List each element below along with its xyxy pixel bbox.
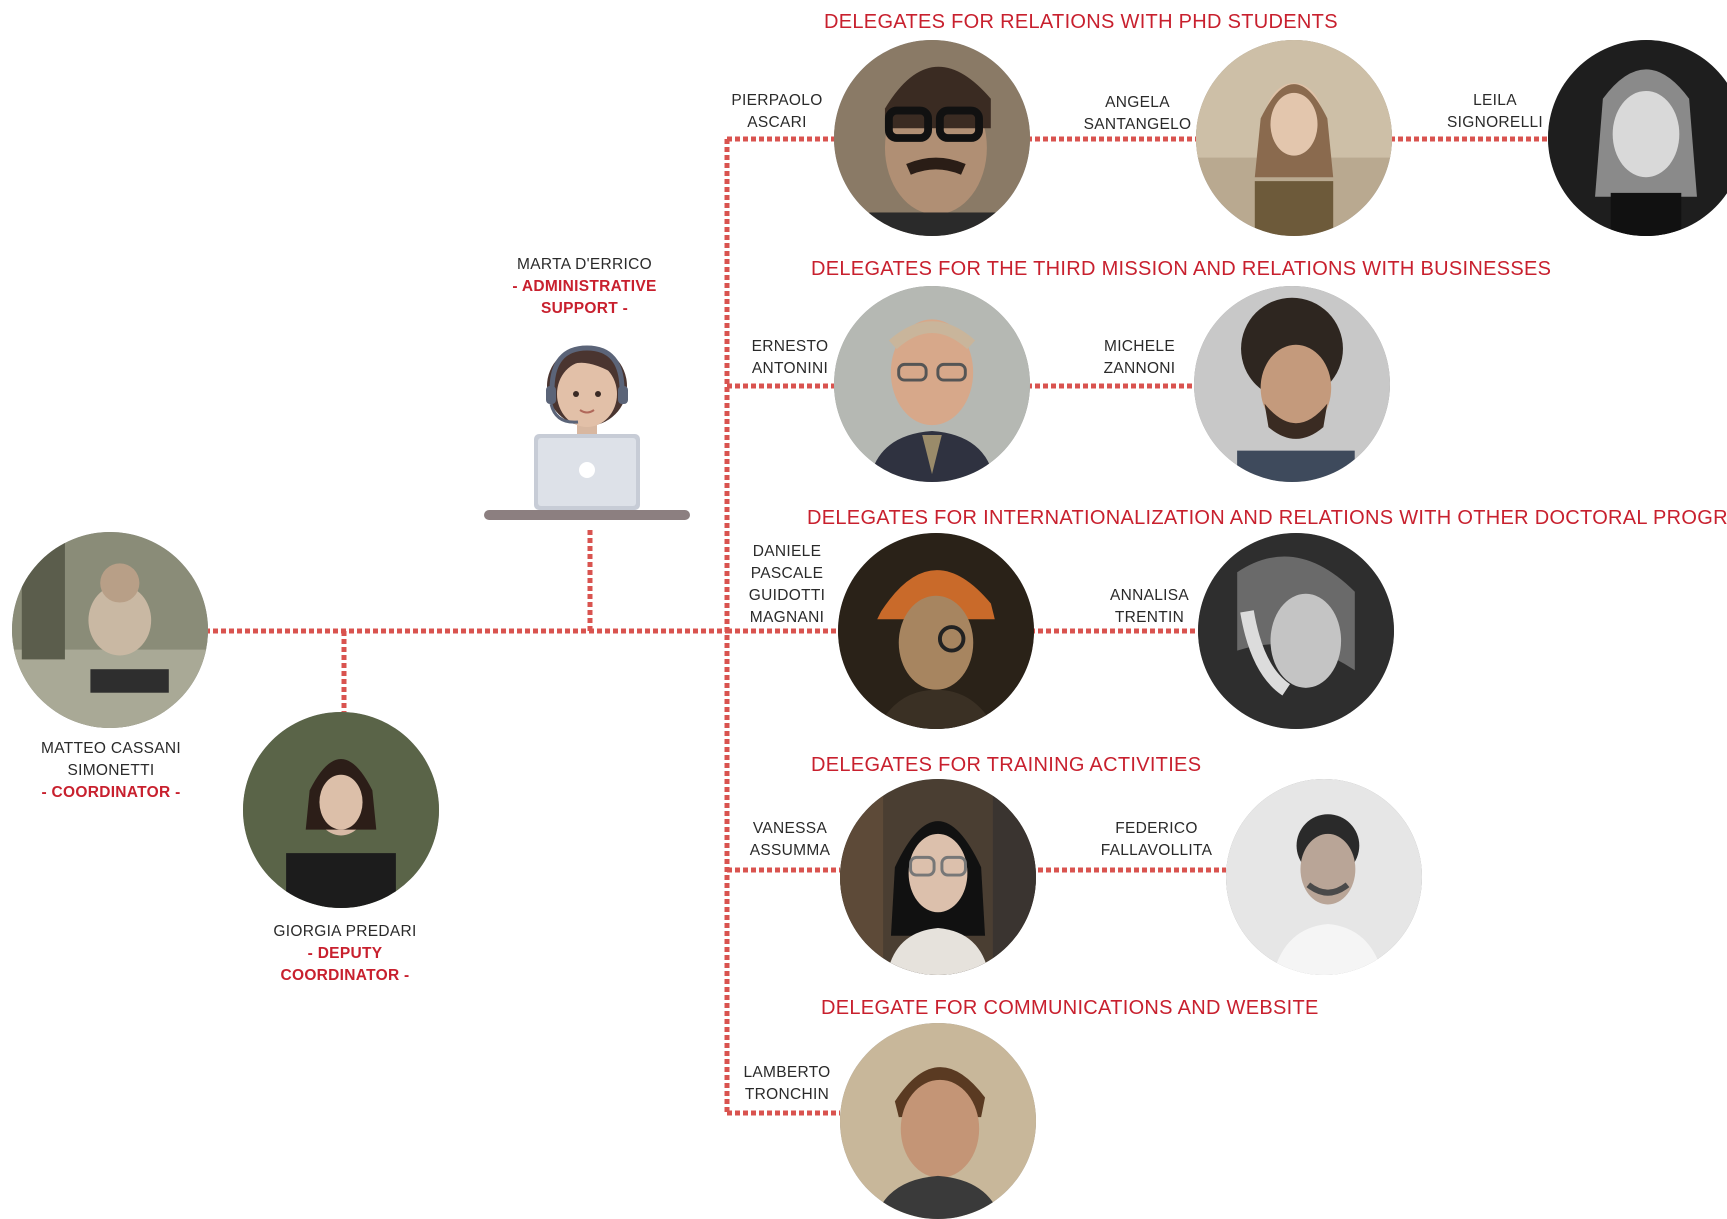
admin-name-line: MARTA D'ERRICO xyxy=(517,256,652,273)
section-title-communications: DELEGATE FOR COMMUNICATIONS AND WEBSITE xyxy=(821,997,1319,1019)
coordinator-role: - COORDINATOR - xyxy=(41,784,181,801)
signorelli-photo xyxy=(1548,40,1727,236)
zannoni-photo xyxy=(1194,286,1390,482)
name-line: FEDERICO xyxy=(1115,820,1198,837)
support-operator-illustration xyxy=(478,324,696,529)
name-line: ANGELA xyxy=(1105,94,1170,111)
name-line: SANTANGELO xyxy=(1083,116,1192,133)
section-title-international: DELEGATES FOR INTERNATIONALIZATION AND R… xyxy=(807,507,1727,529)
deputy-photo xyxy=(243,712,439,908)
name-line: PIERPAOLO xyxy=(731,92,823,109)
name-line: PASCALE xyxy=(750,565,824,582)
name-line: ASSUMMA xyxy=(749,842,831,859)
zannoni-name: MICHELE ZANNONI xyxy=(1082,336,1197,380)
guidotti-magnani-name: DANIELE PASCALE GUIDOTTI MAGNANI xyxy=(737,541,837,629)
name-line: LEILA xyxy=(1473,92,1517,109)
name-line: ASCARI xyxy=(747,114,807,131)
section-title-phd: DELEGATES FOR RELATIONS WITH PHD STUDENT… xyxy=(824,11,1338,33)
santangelo-photo xyxy=(1196,40,1392,236)
section-title-training: DELEGATES FOR TRAINING ACTIVITIES xyxy=(811,754,1202,776)
antonini-photo xyxy=(834,286,1030,482)
name-line: ANNALISA xyxy=(1109,587,1190,604)
trentin-photo xyxy=(1198,533,1394,729)
assumma-name: VANESSA ASSUMMA xyxy=(740,818,840,862)
antonini-name: ERNESTO ANTONINI xyxy=(740,336,840,380)
deputy-name: GIORGIA PREDARI - DEPUTY COORDINATOR - xyxy=(250,921,440,987)
coordinator-name-line-2: SIMONETTI xyxy=(67,762,155,779)
tronchin-name: LAMBERTO TRONCHIN xyxy=(737,1062,837,1106)
name-line: GUIDOTTI xyxy=(748,587,826,604)
name-line: ZANNONI xyxy=(1103,360,1176,377)
name-line: SIGNORELLI xyxy=(1446,114,1544,131)
deputy-role-line-1: - DEPUTY xyxy=(307,945,383,962)
name-line: ERNESTO xyxy=(751,338,829,355)
santangelo-name: ANGELA SANTANGELO xyxy=(1080,92,1195,136)
name-line: DANIELE xyxy=(752,543,822,560)
assumma-photo xyxy=(840,779,1036,975)
admin-role-line-2: SUPPORT - xyxy=(540,300,629,317)
name-line: FALLAVOLLITA xyxy=(1100,842,1213,859)
admin-role-line-1: - ADMINISTRATIVE xyxy=(512,278,657,295)
name-line: TRONCHIN xyxy=(744,1086,830,1103)
section-title-third-mission: DELEGATES FOR THE THIRD MISSION AND RELA… xyxy=(811,258,1552,280)
name-line: MICHELE xyxy=(1103,338,1175,355)
name-line: MAGNANI xyxy=(749,609,825,626)
coordinator-name: MATTEO CASSANI SIMONETTI - COORDINATOR - xyxy=(20,738,202,804)
guidotti-magnani-photo xyxy=(838,533,1034,729)
fallavollita-photo xyxy=(1226,779,1422,975)
deputy-role-line-2: COORDINATOR - xyxy=(280,967,410,984)
name-line: LAMBERTO xyxy=(743,1064,831,1081)
tronchin-photo xyxy=(840,1023,1036,1219)
admin-name: MARTA D'ERRICO - ADMINISTRATIVE SUPPORT … xyxy=(492,254,677,320)
ascari-photo xyxy=(834,40,1030,236)
signorelli-name: LEILA SIGNORELLI xyxy=(1440,90,1550,134)
deputy-name-line-1: GIORGIA PREDARI xyxy=(273,923,417,940)
name-line: TRENTIN xyxy=(1114,609,1185,626)
ascari-name: PIERPAOLO ASCARI xyxy=(727,90,827,134)
fallavollita-name: FEDERICO FALLAVOLLITA xyxy=(1094,818,1219,862)
name-line: ANTONINI xyxy=(751,360,829,377)
coordinator-name-line-1: MATTEO CASSANI xyxy=(41,740,181,757)
trentin-name: ANNALISA TRENTIN xyxy=(1092,585,1207,629)
coordinator-photo xyxy=(12,532,208,728)
name-line: VANESSA xyxy=(752,820,828,837)
